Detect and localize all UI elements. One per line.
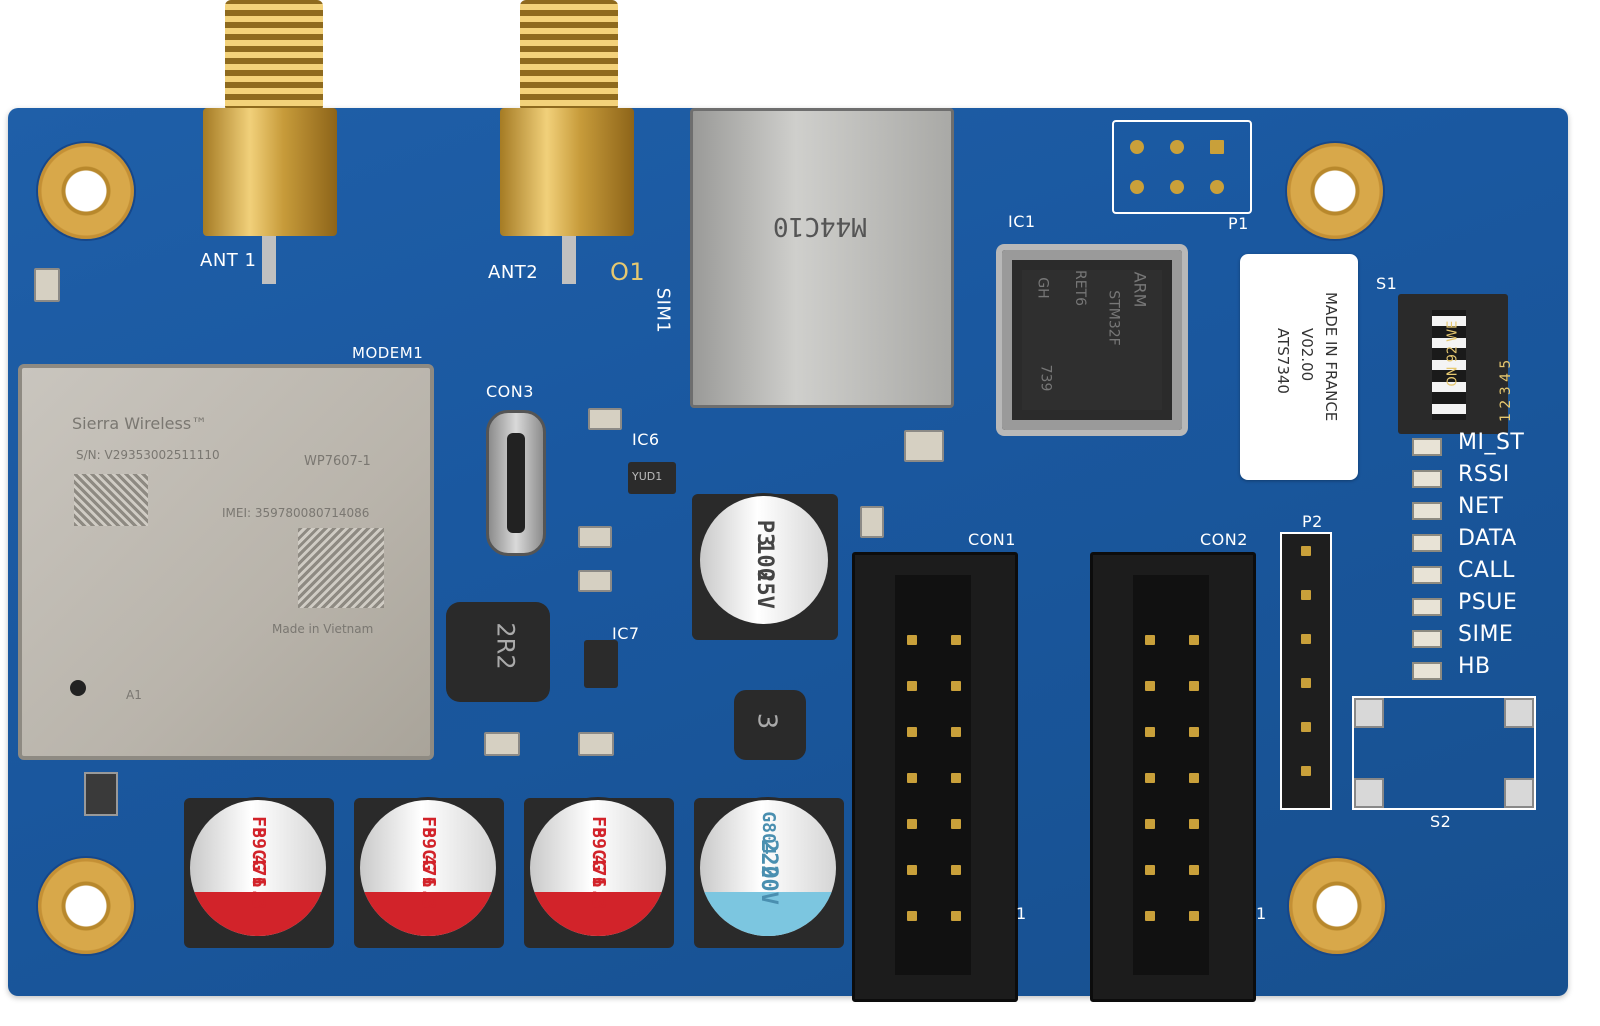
status-led	[1412, 566, 1442, 584]
mounting-hole	[38, 143, 134, 239]
smd-component	[484, 732, 520, 756]
modem-corner-label: A1	[126, 688, 142, 702]
product-sticker: ATS7340 V02.00 MADE IN FRANCE	[1240, 254, 1358, 480]
modem-imei: IMEI: 359780080714086	[222, 506, 370, 520]
dip-switch[interactable]: ON 92 WE 1 2 3 4 5	[1398, 294, 1514, 434]
p1-label: P1	[1228, 214, 1249, 233]
smd-component	[904, 430, 944, 462]
status-led	[1412, 534, 1442, 552]
ic6-marking: YUD1	[632, 470, 663, 483]
ic1-label: IC1	[1008, 212, 1036, 231]
mounting-hole	[1289, 858, 1385, 954]
con1-pin-one: 1	[1016, 904, 1027, 923]
capacitor-1: FP 89CG 471 6.3	[190, 800, 326, 936]
cap-2-line-4: 6.3	[418, 876, 439, 910]
con1-label: CON1	[968, 530, 1016, 549]
modem-origin: Made in Vietnam	[272, 622, 374, 636]
sim-card-holder: M44C10	[690, 108, 954, 408]
ant1-label: ANT 1	[200, 250, 257, 271]
usb-connector[interactable]	[486, 410, 546, 556]
header-p1	[1112, 120, 1252, 214]
modem-dot	[70, 680, 86, 696]
led-label: MI_ST	[1458, 430, 1525, 455]
capacitor-p3: P3 100 25V	[700, 496, 828, 624]
capacitor-4: G804 220 20V	[700, 800, 836, 936]
sticker-version: V02.00	[1298, 328, 1316, 382]
s2-label: S2	[1430, 812, 1452, 831]
modem-label: MODEM1	[352, 344, 424, 362]
cap-p3-line-3: 25V	[752, 569, 777, 609]
led-label: RSSI	[1458, 462, 1510, 487]
pin-header-p2[interactable]	[1280, 532, 1332, 810]
smd-component	[578, 732, 614, 756]
smd-component	[578, 526, 612, 548]
status-led	[1412, 502, 1442, 520]
mcu-marking-5: 739	[1037, 364, 1054, 392]
mcu-marking-3: RET6	[1072, 269, 1089, 307]
smd-component	[588, 408, 622, 430]
con2-pin-one: 1	[1256, 904, 1267, 923]
dip-switch-text: ON 92 WE	[1445, 320, 1461, 387]
smd-component	[860, 506, 884, 538]
modem-model: WP7607-1	[304, 454, 371, 469]
dip-switch-numbers: 1 2 3 4 5	[1498, 359, 1514, 422]
ant2-label: ANT2	[488, 262, 539, 283]
box-header-con2[interactable]	[1090, 552, 1256, 1002]
con2-label: CON2	[1200, 530, 1248, 549]
mcu-marking-1: ARM	[1130, 271, 1150, 308]
led-label: CALL	[1458, 558, 1515, 583]
led-label: SIME	[1458, 622, 1514, 647]
status-led	[1412, 438, 1442, 456]
capacitor-2: FP 89CG 471 6.3	[360, 800, 496, 936]
modem-module: Sierra Wireless™ S/N: V29353002511110 WP…	[18, 364, 434, 760]
smd-component	[34, 268, 60, 302]
mcu-marking-4: GH	[1034, 277, 1051, 299]
inductor-3-label: 3	[751, 712, 782, 730]
sim-slot-marking: M44C10	[773, 211, 867, 241]
led-label: PSUE	[1458, 590, 1518, 615]
ic6-chip: YUD1	[628, 462, 676, 494]
led-label: HB	[1458, 654, 1491, 679]
inductor-2r2-label: 2R2	[491, 622, 520, 670]
led-label: DATA	[1458, 526, 1517, 551]
ic7-label: IC7	[612, 624, 640, 643]
mounting-hole	[38, 858, 134, 954]
modem-sn: S/N: V29353002511110	[76, 448, 220, 462]
sim-label: SIM1	[652, 287, 674, 334]
cap-1-line-4: 6.3	[248, 876, 269, 910]
push-button-s2[interactable]	[1352, 696, 1536, 810]
inductor-3: 3	[734, 690, 806, 760]
con3-label: CON3	[486, 382, 534, 401]
modem-qr-1	[74, 474, 148, 526]
mcu-marking-2: STM32F	[1105, 290, 1122, 346]
mounting-hole	[1287, 143, 1383, 239]
status-led	[1412, 598, 1442, 616]
inductor-2r2: 2R2	[446, 602, 550, 702]
status-led	[1412, 662, 1442, 680]
p2-label: P2	[1302, 512, 1323, 531]
box-header-con1[interactable]	[852, 552, 1018, 1002]
fuse-component	[84, 772, 118, 816]
sticker-model: ATS7340	[1274, 328, 1292, 394]
microcontroller-chip: ARM STM32F RET6 GH 739	[1002, 250, 1182, 430]
modem-brand: Sierra Wireless™	[72, 414, 208, 433]
capacitor-3: FP 89CG 471 6.3	[530, 800, 666, 936]
led-label: NET	[1458, 494, 1504, 519]
sim-marker-label: O1	[610, 258, 646, 286]
ic6-label: IC6	[632, 430, 660, 449]
ic7-chip	[584, 640, 618, 688]
cap-4-line-3: 20V	[756, 865, 781, 905]
modem-qr-2	[298, 528, 384, 608]
cap-3-line-4: 6.3	[588, 876, 609, 910]
sticker-origin: MADE IN FRANCE	[1322, 292, 1340, 422]
status-led	[1412, 630, 1442, 648]
smd-component	[578, 570, 612, 592]
s1-label: S1	[1376, 274, 1398, 293]
status-led	[1412, 470, 1442, 488]
